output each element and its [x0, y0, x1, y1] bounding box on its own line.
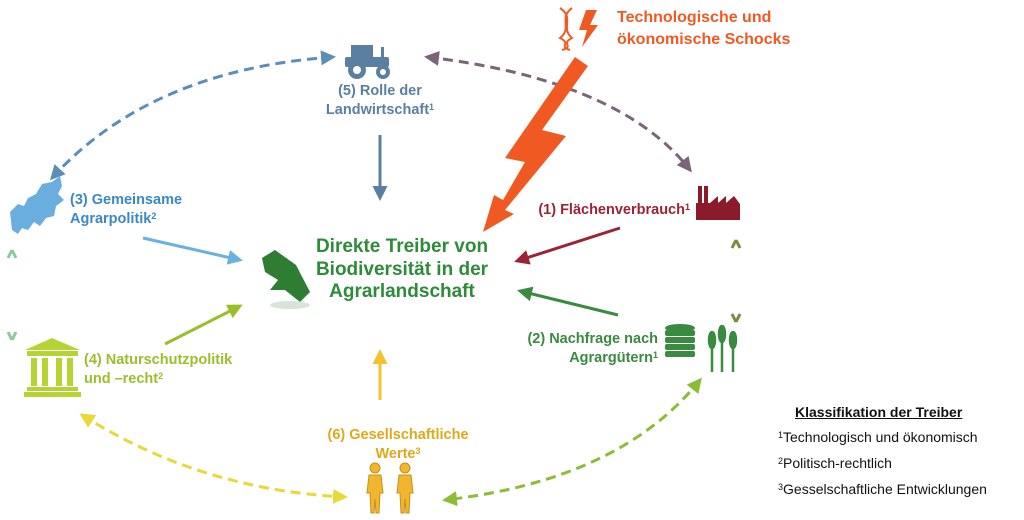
driver-1-label: (1) Flächenverbrauch1	[538, 201, 690, 220]
europe-map-icon	[10, 176, 64, 234]
temple-icon	[24, 338, 81, 397]
center-line-1: Direkte Treiber von	[315, 236, 489, 257]
link-5-3	[49, 50, 336, 181]
legend-text: Technologisch und ökonomisch	[783, 429, 978, 445]
driver-5-label: (5) Rolle der Landwirtschaft1	[326, 82, 434, 120]
wheat-icon	[707, 324, 738, 372]
legend-sup: 3	[778, 482, 784, 492]
driver-6-line-2: Werte	[375, 446, 416, 462]
factory-icon	[696, 186, 740, 220]
center-title: Direkte Treiber von Biodiversität in der…	[316, 236, 488, 304]
driver-3-line-2: Agrarpolitik	[70, 211, 152, 227]
driver-6-line-1: (6) Gesellschaftliche	[327, 427, 469, 443]
legend-text: Politisch-rechtlich	[783, 455, 892, 471]
legend: Klassifikation der Treiber 1Technologisc…	[778, 404, 987, 507]
driver-2-line-1: (2) Nachfrage nach	[527, 331, 658, 347]
driver-5-line-1: (5) Rolle der	[338, 83, 422, 99]
legend-title: Klassifikation der Treiber	[795, 404, 963, 420]
legend-sup: 1	[778, 430, 784, 440]
shock-label: Technologische und ökonomische Schocks	[617, 7, 790, 51]
driver-5-sup: 1	[429, 102, 435, 112]
driver-4-label: (4) Naturschutzpolitik und –recht2	[84, 351, 232, 389]
dna-icon	[558, 7, 574, 51]
link-5-1	[424, 50, 692, 173]
driver-3-sup: 2	[151, 211, 157, 221]
driver-4-line-2: und –recht	[84, 371, 159, 387]
driver-2-label: (2) Nachfrage nach Agrargütern1	[527, 330, 658, 368]
driver-2-sup: 1	[652, 350, 658, 360]
driver-3-label: (3) Gemeinsame Agrarpolitik2	[70, 191, 182, 229]
driver-3-line-1: (3) Gemeinsame	[70, 192, 183, 208]
shock-line-2: ökonomische Schocks	[617, 31, 791, 48]
driver-1-sup: 1	[684, 202, 690, 212]
eagle-icon	[262, 250, 310, 309]
tractor-icon	[345, 45, 390, 79]
driver-4-line-1: (4) Naturschutzpolitik	[84, 352, 233, 368]
shock-lightning-bolt	[483, 57, 588, 232]
link-4-6	[79, 413, 348, 504]
driver-6-label: (6) Gesellschaftliche Werte3	[327, 426, 468, 464]
driver-6-sup: 3	[415, 446, 421, 456]
legend-item: 1Technologisch und ökonomisch	[778, 429, 987, 445]
coins-icon	[665, 324, 695, 357]
arrow-3-center	[142, 236, 243, 265]
shock-line-1: Technologische und	[617, 9, 772, 26]
legend-item: 2Politisch-rechtlich	[778, 455, 987, 471]
driver-4-sup: 2	[158, 371, 164, 381]
driver-1-text: (1) Flächenverbrauch	[538, 202, 685, 218]
legend-text: Gesselschaftliche Entwicklungen	[783, 481, 987, 497]
center-line-3: Agrarlandschaft	[329, 281, 475, 302]
legend-item: 3Gesselschaftliche Entwicklungen	[778, 481, 987, 497]
people-icon	[366, 462, 414, 514]
driver-2-line-2: Agrargütern	[569, 350, 653, 366]
legend-sup: 2	[778, 456, 784, 466]
arrow-2-center	[517, 286, 619, 317]
center-line-2: Biodiversität in der	[315, 258, 489, 280]
arrow-1-center	[514, 226, 621, 265]
link-2-6	[442, 377, 702, 507]
driver-5-line-2: Landwirtschaft	[325, 102, 430, 118]
small-bolt-icon	[579, 10, 598, 47]
arrow-4-center	[164, 304, 243, 346]
